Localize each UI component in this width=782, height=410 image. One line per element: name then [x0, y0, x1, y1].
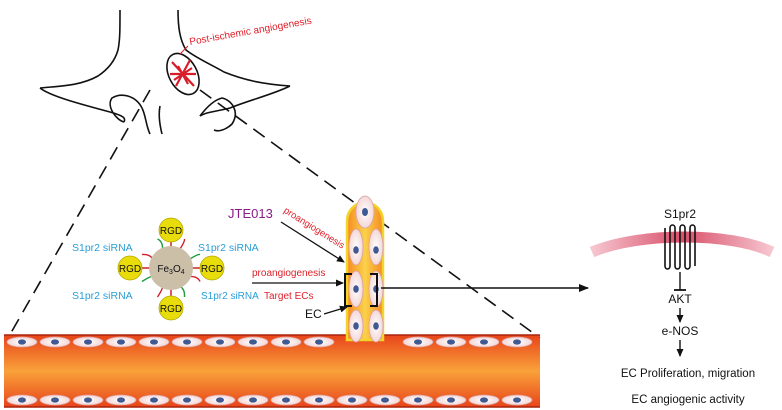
endothelial-cell	[402, 336, 434, 348]
endothelial-cell	[72, 336, 104, 348]
endothelial-cell	[303, 336, 335, 348]
s1pr2-label: S1pr2	[664, 207, 696, 221]
rgd-ligand: RGD	[158, 295, 184, 321]
endothelial-cell	[468, 336, 500, 348]
ec-label: EC	[305, 307, 322, 321]
endothelial-cell	[303, 394, 335, 406]
nanoparticle-effect-label: proangiogenesis	[252, 268, 325, 279]
rgd-label: RGD	[160, 226, 182, 237]
endothelial-cell	[501, 336, 533, 348]
endothelial-cell	[402, 394, 434, 406]
endothelial-cell	[270, 394, 302, 406]
endothelial-cell	[468, 394, 500, 406]
endothelial-cell	[105, 336, 137, 348]
akt-label: AKT	[668, 292, 692, 306]
endothelial-cell	[237, 336, 269, 348]
rgd-ligand: RGD	[199, 255, 225, 281]
jte013-label: JTE013	[228, 206, 273, 221]
rgd-ligand: RGD	[117, 255, 143, 281]
nanoparticle: RGD RGD RGD RGD Fe3O4	[117, 217, 225, 321]
outcome-angiogenic-label: EC angiogenic activity	[631, 394, 744, 406]
endothelial-cell	[204, 394, 236, 406]
endothelial-cell	[138, 394, 170, 406]
s1pr2-receptor-icon	[664, 224, 696, 270]
endothelial-cell	[435, 336, 467, 348]
endothelial-cell	[6, 336, 38, 348]
endothelial-cell	[237, 394, 269, 406]
angiogenic-sprout	[345, 195, 385, 343]
endothelial-cell	[204, 336, 236, 348]
brain-label: Post-ischemic angiogenesis	[189, 16, 313, 48]
target-bracket	[344, 273, 378, 307]
zoom-line-left	[7, 89, 151, 339]
endothelial-cell	[138, 336, 170, 348]
endothelial-cell	[72, 394, 104, 406]
lesion-pointer	[179, 45, 189, 55]
endothelial-cell	[39, 394, 71, 406]
rgd-label: RGD	[119, 264, 141, 275]
fe3o4-core	[149, 246, 193, 290]
outcome-proliferation-label: EC Proliferation, migration	[621, 368, 755, 380]
target-ecs-label: Target ECs	[264, 291, 313, 302]
cell-membrane	[589, 231, 775, 258]
endothelial-cell	[501, 394, 533, 406]
ec-arrow	[323, 305, 348, 315]
endothelial-cell	[369, 394, 401, 406]
endothelial-cell	[39, 336, 71, 348]
blood-vessel	[4, 334, 540, 408]
jte013-arrow	[280, 221, 345, 263]
fe3o4-label: Fe3O4	[157, 264, 184, 276]
endothelial-cell	[270, 336, 302, 348]
sirna-label-bottom-right: S1pr2 siRNA	[201, 291, 259, 302]
enos-label: e-NOS	[662, 324, 699, 338]
rgd-label: RGD	[201, 264, 223, 275]
endothelial-cell	[171, 394, 203, 406]
ischemic-lesion	[166, 52, 200, 96]
endothelial-cell	[336, 394, 368, 406]
endothelial-cell	[105, 394, 137, 406]
endothelial-cell	[435, 394, 467, 406]
endothelial-cell	[6, 394, 38, 406]
sirna-label-top-right: S1pr2 siRNA	[198, 242, 259, 254]
brain-outline	[39, 9, 291, 135]
rgd-ligand: RGD	[158, 217, 184, 243]
sirna-label-bottom-left: S1pr2 siRNA	[72, 290, 133, 302]
rgd-label: RGD	[160, 304, 182, 315]
endothelial-cell	[171, 336, 203, 348]
sirna-label-top-left: S1pr2 siRNA	[72, 242, 133, 254]
